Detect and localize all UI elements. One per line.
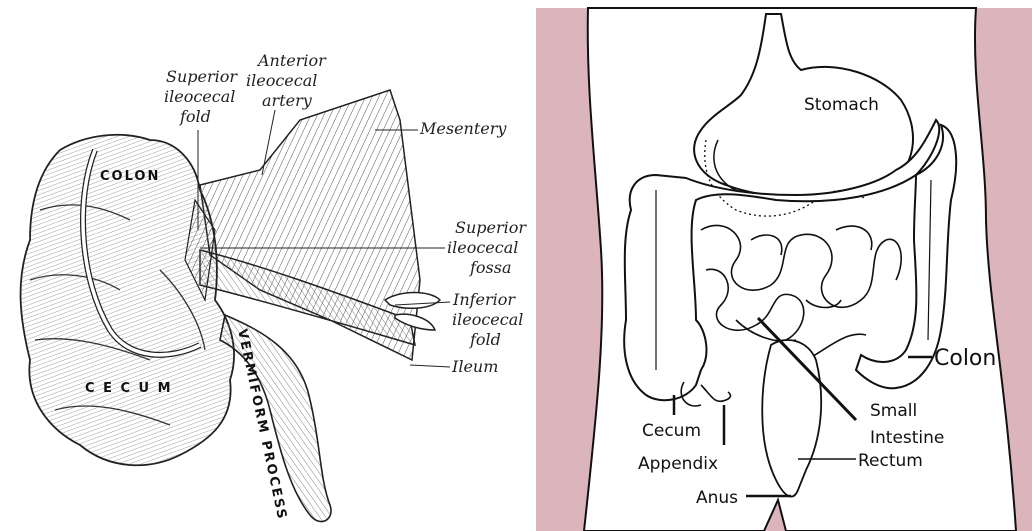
anterior-artery-label: Anterior ileocecal artery [246,51,331,110]
superior-fossa-label: Superior ileocecal fossa [447,218,531,277]
stomach-label: Stomach [804,95,879,115]
ileocecal-drawing: Anterior ileocecal artery Superior ileoc… [0,0,532,531]
digestive-tract-diagram: Stomach Colon Small Intestine Cecum Rect… [536,0,1032,531]
digestive-drawing: Stomach Colon Small Intestine Cecum Rect… [536,0,1032,531]
ileocecal-illustration: Anterior ileocecal artery Superior ileoc… [0,0,532,531]
cecum-label: Cecum [642,421,701,441]
inferior-fold-label: Inferior ileocecal fold [452,290,528,349]
mesentery-label: Mesentery [419,119,507,138]
anus-label: Anus [696,488,738,508]
ileum-label: Ileum [451,357,498,376]
rectum-label: Rectum [858,451,923,471]
colon-label: COLON [100,169,160,184]
colon-label: Colon [934,346,996,371]
cecum-label: C E C U M [85,381,173,396]
superior-fold-label: Superior ileocecal fold [164,67,242,126]
appendix-label: Appendix [638,454,718,474]
